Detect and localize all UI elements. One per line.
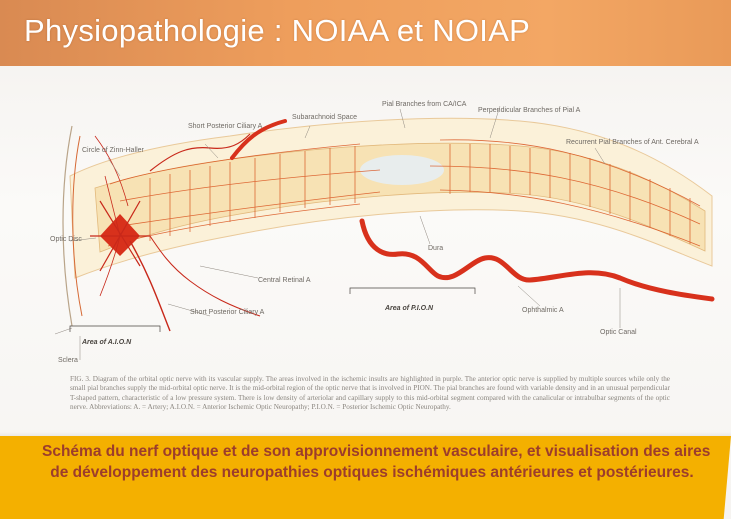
label-ophthalmic-a: Ophthalmic A <box>522 307 564 314</box>
label-optic-disc: Optic Disc <box>50 236 82 243</box>
figure-caption: FIG. 3. Diagram of the orbital optic ner… <box>70 375 670 412</box>
label-dura: Dura <box>428 245 443 252</box>
slide-title: Physiopathologie : NOIAA et NOIAP <box>24 13 530 49</box>
label-area-of-pion: Area of P.I.O.N <box>384 305 434 312</box>
pion-bracket <box>350 288 475 294</box>
label-subarachnoid-space: Subarachnoid Space <box>292 114 357 121</box>
optic-nerve-diagram: Circle of Zinn-Haller Short Posterior Ci… <box>0 66 731 366</box>
label-sclera: Sclera <box>58 357 78 364</box>
label-short-posterior-ciliary-lower: Short Posterior Ciliary A <box>190 309 265 316</box>
label-perpendicular-branches: Perpendicular Branches of Pial A <box>478 107 581 114</box>
label-central-retinal-a: Central Retinal A <box>258 277 311 284</box>
label-area-of-aion: Area of A.I.O.N <box>81 339 132 346</box>
title-bar: Physiopathologie : NOIAA et NOIAP <box>0 0 731 66</box>
label-optic-canal: Optic Canal <box>600 329 637 336</box>
bottom-caption: Schéma du nerf optique et de son approvi… <box>42 441 702 483</box>
aion-bracket <box>70 326 160 332</box>
bottom-caption-line-2: de développement des neuropathies optiqu… <box>42 462 702 483</box>
label-short-posterior-ciliary: Short Posterior Ciliary A <box>188 123 263 130</box>
label-pial-branches: Pial Branches from CA/ICA <box>382 101 467 108</box>
dura-region <box>360 155 444 185</box>
label-recurrent-pial-branches: Recurrent Pial Branches of Ant. Cerebral… <box>566 139 699 146</box>
label-circle-of-zinn-haller: Circle of Zinn-Haller <box>82 147 145 154</box>
sclera-outline <box>63 126 72 326</box>
bottom-caption-line-1: Schéma du nerf optique et de son approvi… <box>42 441 702 462</box>
